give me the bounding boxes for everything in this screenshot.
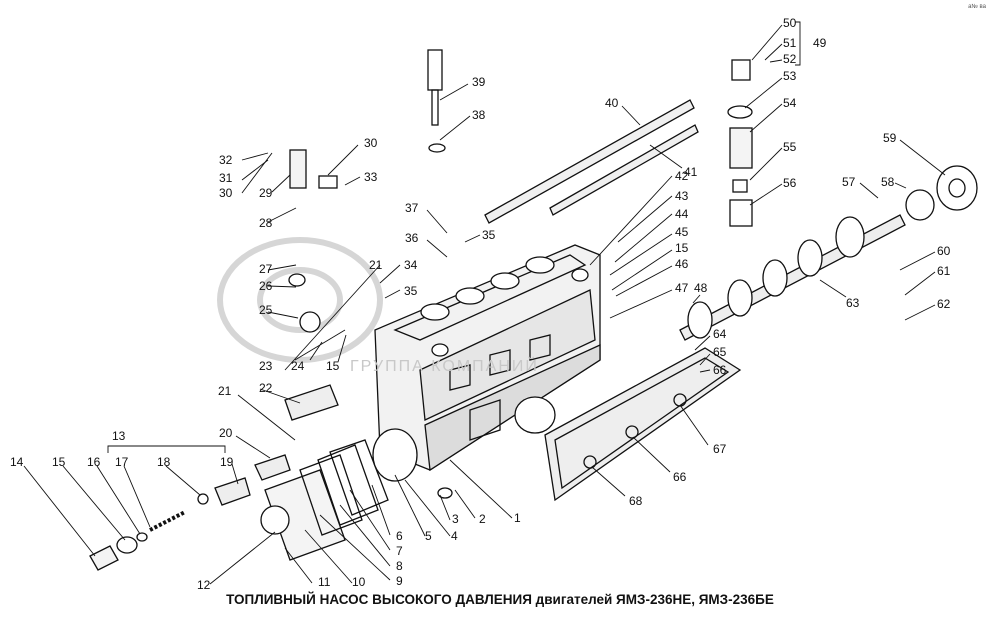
label-38: 38 [472,108,486,122]
label-35b: 35 [482,228,496,242]
label-16: 16 [87,455,101,469]
label-49: 49 [813,36,827,50]
pump-housing [374,244,601,472]
label-66a: 66 [713,363,727,377]
label-32: 32 [219,153,233,167]
part-numbers: 1 2 3 4 5 6 7 8 9 10 11 12 13 14 15 16 1… [10,16,951,592]
label-15b: 15 [326,359,340,373]
watermark-text: ГРУППА КОМПАНИЙ [350,358,539,375]
label-48: 48 [694,281,708,295]
label-66b: 66 [673,470,687,484]
label-62: 62 [937,297,951,311]
label-15a: 15 [52,455,66,469]
pusher-assembly [727,59,753,227]
rack-rails [484,99,699,224]
label-35a: 35 [404,284,418,298]
label-47: 47 [675,281,689,295]
label-2: 2 [479,512,486,526]
diagram-title: ТОПЛИВНЫЙ НАСОС ВЫСОКОГО ДАВЛЕНИЯ двигат… [226,592,774,607]
label-12: 12 [197,578,211,592]
side-cover [544,347,742,502]
label-39: 39 [472,75,486,89]
label-27: 27 [259,262,273,276]
label-8: 8 [396,559,403,573]
label-63: 63 [846,296,860,310]
label-21a: 21 [218,384,232,398]
flange-and-gaskets [260,428,453,561]
label-56: 56 [783,176,797,190]
label-58: 58 [881,175,895,189]
label-29: 29 [259,186,273,200]
label-14: 14 [10,455,24,469]
label-6: 6 [396,529,403,543]
plug-parts [89,493,209,571]
label-26: 26 [259,279,273,293]
label-1: 1 [514,511,521,525]
label-43: 43 [675,189,689,203]
label-55: 55 [783,140,797,154]
label-51: 51 [783,36,797,50]
label-30b: 30 [364,136,378,150]
label-52: 52 [783,52,797,66]
label-28: 28 [259,216,273,230]
label-11: 11 [318,575,331,589]
label-3: 3 [452,512,459,526]
label-23: 23 [259,359,273,373]
label-19: 19 [220,455,234,469]
label-41: 41 [684,165,698,179]
label-45: 45 [675,225,689,239]
label-59: 59 [883,131,897,145]
label-34: 34 [404,258,418,272]
label-25: 25 [259,303,273,317]
label-22: 22 [259,381,273,395]
label-10: 10 [352,575,366,589]
camshaft [679,214,906,341]
label-4: 4 [451,529,458,543]
label-24: 24 [291,359,305,373]
leader-lines [23,21,946,585]
label-15c: 15 [675,241,689,255]
label-37: 37 [405,201,419,215]
plunger-39 [427,49,446,153]
label-17: 17 [115,455,129,469]
label-64: 64 [713,327,727,341]
label-50: 50 [783,16,797,30]
watermark-logo [217,237,383,363]
label-30a: 30 [219,186,233,200]
label-46: 46 [675,257,689,271]
corner-mark: а№ ва [968,4,986,10]
label-36: 36 [405,231,419,245]
label-67: 67 [713,442,727,456]
label-31: 31 [219,171,233,185]
label-54: 54 [783,96,797,110]
fittings-left [214,149,339,506]
label-44: 44 [675,207,689,221]
cam-coupling-59 [905,165,978,221]
label-57: 57 [842,175,856,189]
label-40: 40 [605,96,619,110]
label-13: 13 [112,429,126,443]
label-18: 18 [157,455,171,469]
label-42: 42 [675,169,689,183]
label-9: 9 [396,574,403,588]
label-61: 61 [937,264,951,278]
label-20: 20 [219,426,233,440]
label-21b: 21 [369,258,383,272]
label-68: 68 [629,494,643,508]
label-5: 5 [425,529,432,543]
label-7: 7 [396,544,403,558]
label-65: 65 [713,345,727,359]
label-53: 53 [783,69,797,83]
label-60: 60 [937,244,951,258]
label-33: 33 [364,170,378,184]
